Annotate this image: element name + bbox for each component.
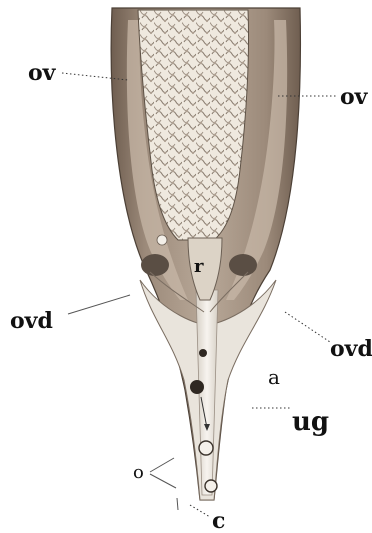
label-ug: ug [292, 407, 329, 437]
label-ov-left: ov [28, 60, 57, 86]
egg-4 [205, 480, 217, 492]
leader-c-tick [177, 498, 178, 510]
label-r: r [194, 256, 204, 277]
leader-ovd-right [285, 312, 330, 342]
leader-c [190, 505, 210, 517]
leader-o-1 [150, 458, 174, 472]
label-a: a [268, 365, 280, 389]
leader-o-2 [150, 474, 176, 488]
label-ovd-left: ovd [10, 308, 53, 334]
leader-ovd-left [68, 295, 130, 314]
label-c: c [212, 508, 225, 533]
label-ov-right: ov [340, 84, 369, 110]
left-nodule [141, 254, 169, 276]
label-ovd-right: ovd [330, 336, 372, 362]
right-nodule [229, 254, 257, 276]
egg-2 [190, 380, 204, 394]
egg-1 [199, 349, 207, 357]
small-egg-top [157, 235, 167, 245]
label-o: o [133, 462, 144, 483]
egg-3 [199, 441, 213, 455]
